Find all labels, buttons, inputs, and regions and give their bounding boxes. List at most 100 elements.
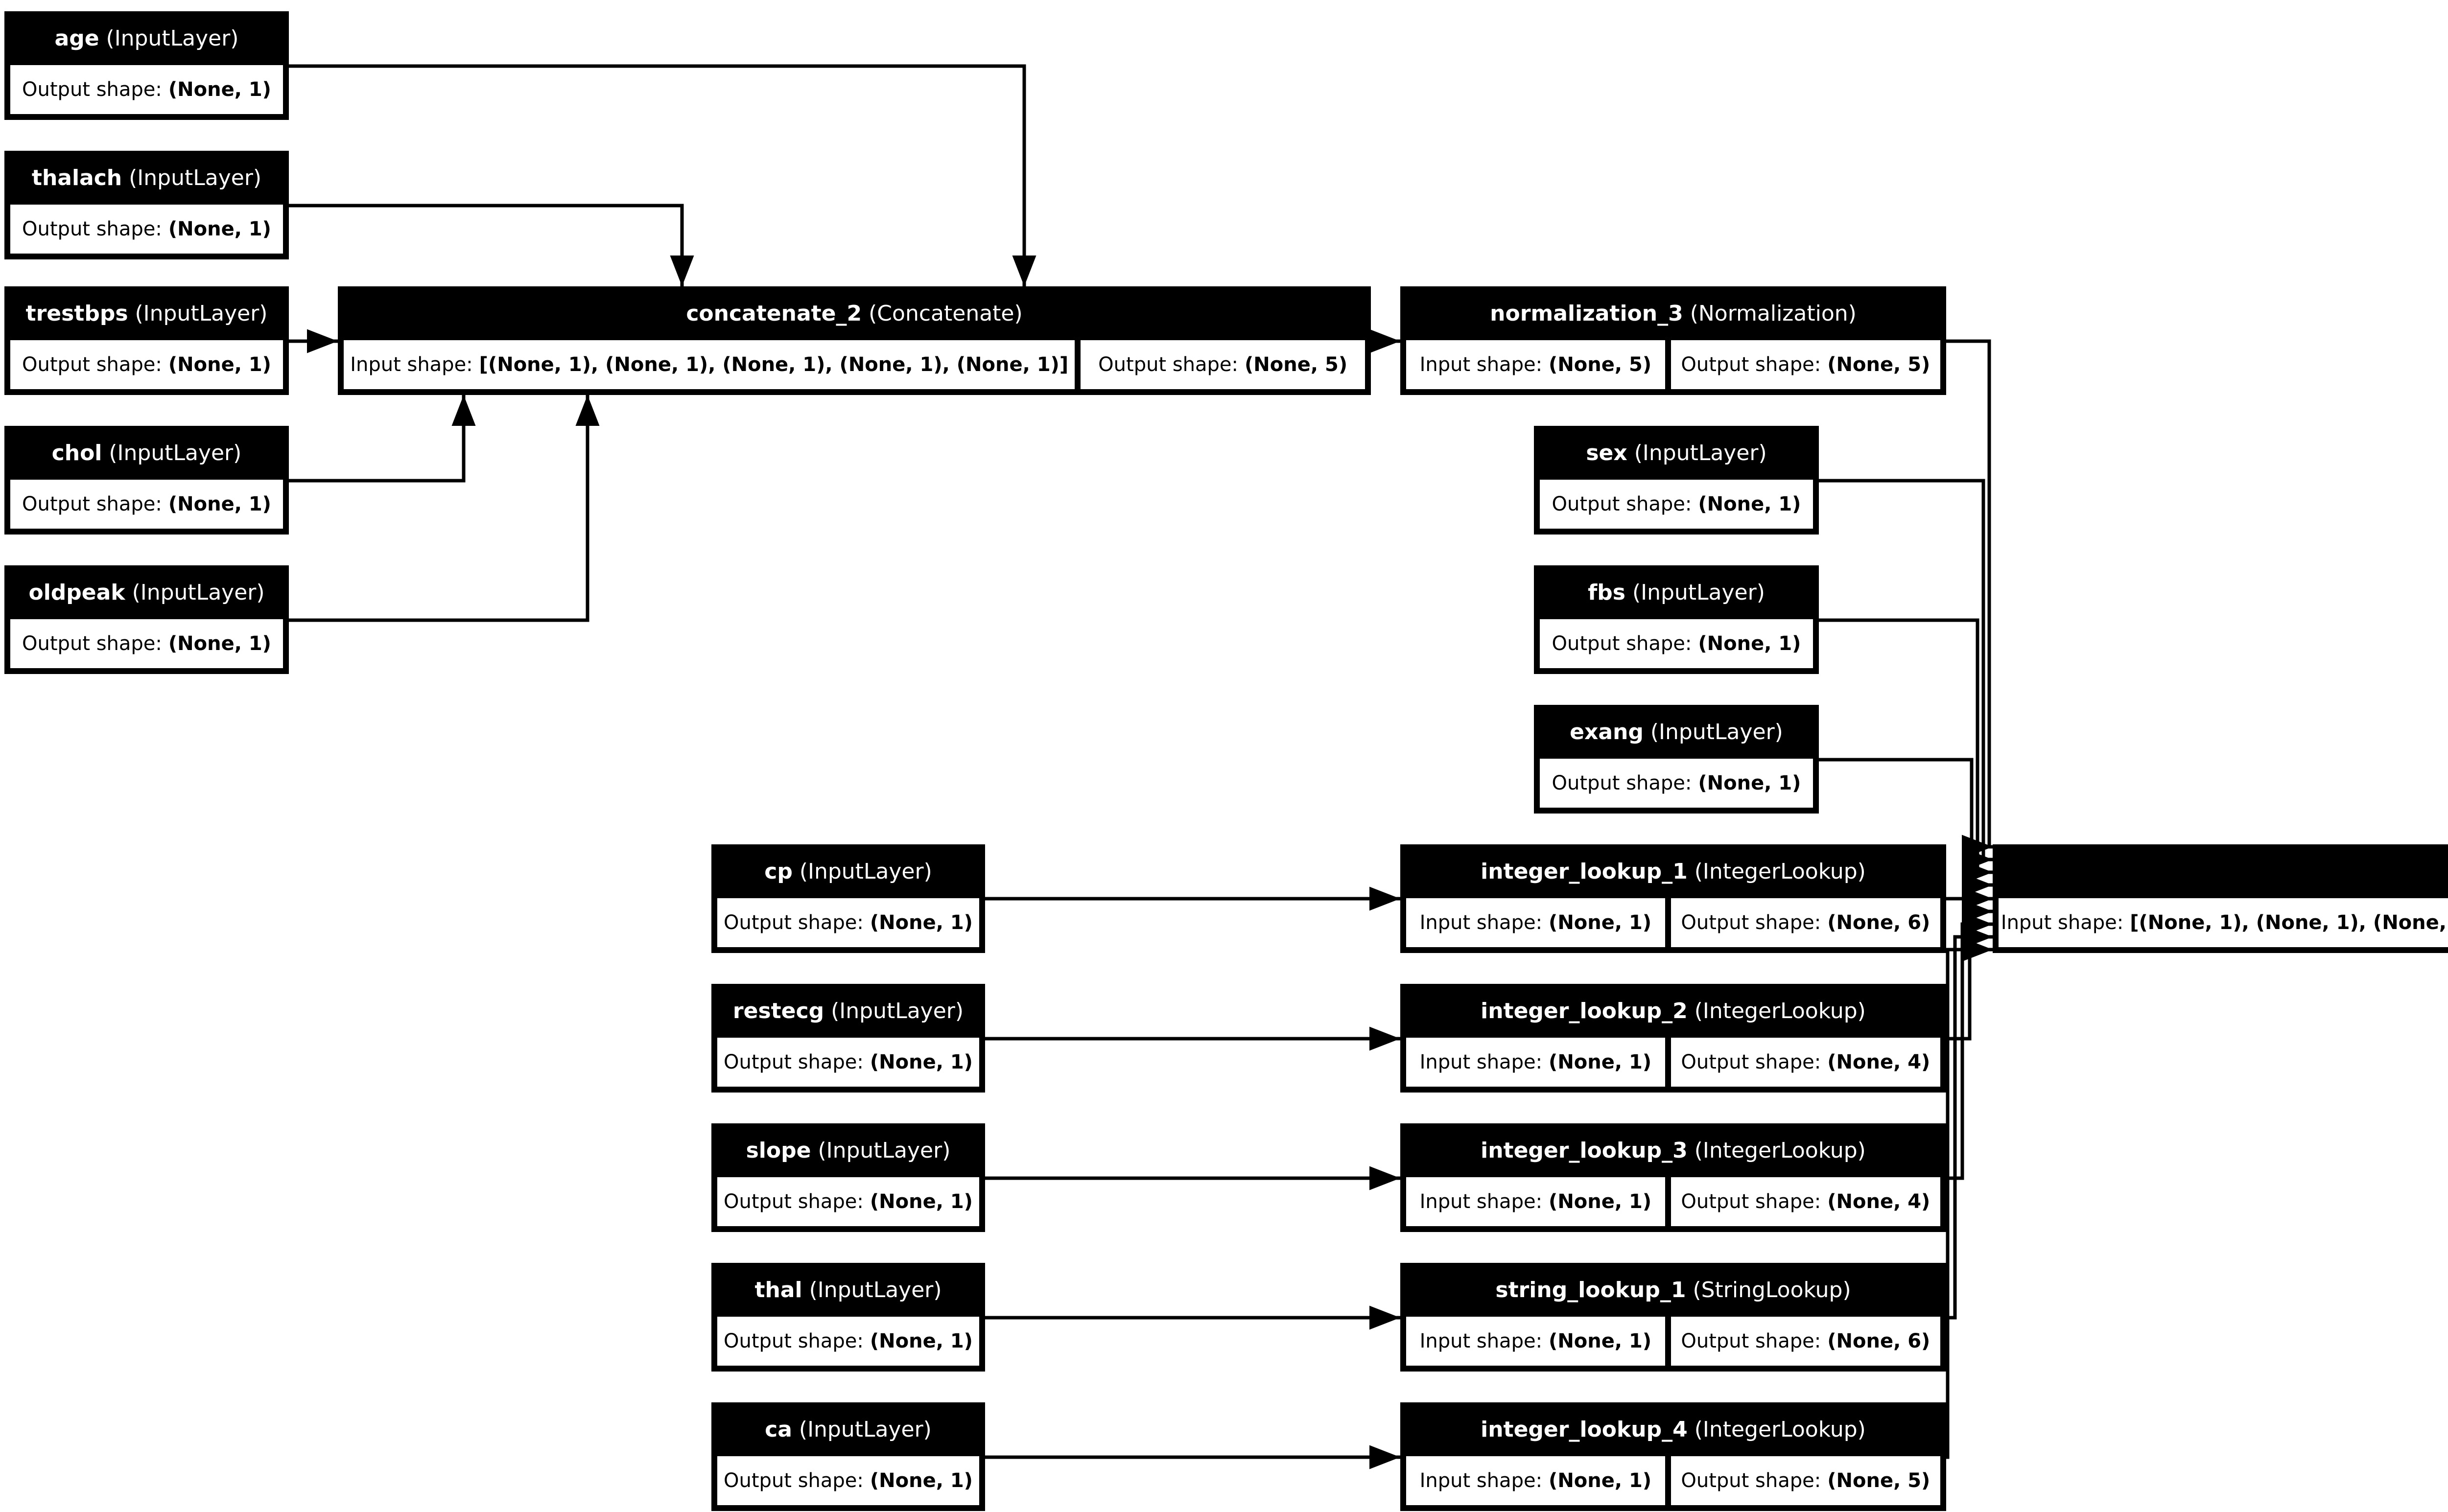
edge-sex-to-concatenate_3 <box>1819 479 1993 872</box>
node-body: Output shape:(None, 1) <box>717 898 979 947</box>
node-body: Output shape:(None, 1) <box>10 480 283 529</box>
layer-name: thal <box>754 1277 802 1303</box>
node-cell-input-shape: Input shape:(None, 5) <box>1406 340 1665 389</box>
node-cp: cp(InputLayer)Output shape:(None, 1) <box>711 844 985 953</box>
shape-label: Output shape: <box>1098 353 1239 376</box>
shape-label: Input shape: <box>1419 1051 1543 1073</box>
shape-label: Output shape: <box>1681 353 1821 376</box>
shape-label: Input shape: <box>2001 911 2124 934</box>
node-title: chol(InputLayer) <box>10 426 283 480</box>
node-title: integer_lookup_1(IntegerLookup) <box>1406 844 1940 898</box>
node-title: restecg(InputLayer) <box>717 984 979 1038</box>
layer-type: (InputLayer) <box>1650 719 1783 744</box>
layer-name: chol <box>51 440 102 465</box>
node-body: Input shape:[(None, 1), (None, 1), (None… <box>344 340 1365 389</box>
shape-value: [(None, 1), (None, 1), (None, 1), (None,… <box>479 353 1069 376</box>
node-title: cp(InputLayer) <box>717 844 979 898</box>
node-title: integer_lookup_2(IntegerLookup) <box>1406 984 1940 1038</box>
node-trestbps: trestbps(InputLayer)Output shape:(None, … <box>4 286 289 395</box>
node-cell-input-shape: Input shape: (None, 1) <box>1406 1456 1665 1505</box>
layer-type: (Normalization) <box>1690 301 1857 326</box>
layer-name: integer_lookup_1 <box>1481 859 1688 884</box>
layer-name: concatenate_2 <box>686 301 862 326</box>
shape-value: (None, 1) <box>1549 1190 1652 1213</box>
node-title: thal(InputLayer) <box>717 1263 979 1317</box>
node-cell-input-shape: Input shape:(None, 1) <box>1406 898 1665 947</box>
node-concatenate_3: concatenate_3(Concatenate)Input shape:[(… <box>1993 844 2448 953</box>
node-concatenate_2: concatenate_2(Concatenate)Input shape:[(… <box>338 286 1371 395</box>
layer-type: (IntegerLookup) <box>1694 1138 1866 1163</box>
shape-label: Output shape: <box>1681 1469 1821 1492</box>
shape-label: Output shape: <box>1552 772 1692 794</box>
layer-type: (InputLayer) <box>831 998 964 1024</box>
layer-name: integer_lookup_2 <box>1481 998 1688 1024</box>
node-oldpeak: oldpeak(InputLayer)Output shape:(None, 1… <box>4 565 289 674</box>
node-body: Output shape:(None, 1) <box>717 1456 979 1505</box>
layer-type: (IntegerLookup) <box>1694 998 1866 1024</box>
node-body: Output shape:(None, 1) <box>10 205 283 254</box>
shape-label: Output shape: <box>724 1330 864 1352</box>
shape-label: Output shape: <box>22 632 162 655</box>
node-cell-output-shape: Output shape:(None, 1) <box>10 340 283 389</box>
node-body: Output shape:(None, 1) <box>10 65 283 114</box>
node-cell-input-shape: Input shape: (None, 1) <box>1406 1317 1665 1366</box>
node-thal: thal(InputLayer)Output shape:(None, 1) <box>711 1263 985 1372</box>
node-title: oldpeak(InputLayer) <box>10 565 283 619</box>
shape-label: Input shape: <box>1419 1469 1543 1492</box>
shape-value: (None, 1) <box>168 353 271 376</box>
node-title: slope(InputLayer) <box>717 1123 979 1177</box>
node-body: Input shape:(None, 1)Output shape:(None,… <box>1406 1177 1940 1226</box>
node-cell-output-shape: Output shape:(None, 1) <box>717 1038 979 1087</box>
layer-type: (InputLayer) <box>1632 580 1765 605</box>
node-cell-output-shape: Output shape:(None, 1) <box>1540 619 1813 668</box>
node-cell-output-shape: Output shape: (None, 5) <box>1671 340 1940 389</box>
layer-type: (InputLayer) <box>1634 440 1767 465</box>
shape-label: Output shape: <box>1681 911 1821 934</box>
node-cell-output-shape: Output shape:(None, 1) <box>10 480 283 529</box>
shape-value: (None, 1) <box>870 1469 973 1492</box>
shape-value: (None, 4) <box>1827 1051 1930 1073</box>
shape-value: (None, 5) <box>1827 353 1930 376</box>
node-body: Input shape: (None, 1) Output shape: (None,… <box>1406 1456 1940 1505</box>
node-body: Input shape:(None, 1)Output shape:(None,… <box>1406 898 1940 947</box>
shape-value: (None, 1) <box>1549 1469 1652 1492</box>
layer-name: age <box>54 25 99 51</box>
node-body: Output shape:(None, 1) <box>1540 619 1813 668</box>
shape-label: Input shape: <box>1419 911 1543 934</box>
shape-value: (None, 1) <box>1698 493 1801 515</box>
node-cell-output-shape: Output shape:(None, 6) <box>1671 898 1940 947</box>
node-body: Output shape:(None, 1) <box>10 340 283 389</box>
node-age: age(InputLayer)Output shape:(None, 1) <box>4 11 289 120</box>
shape-value: [(None, 1), (None, 1), (None, 1), (None,… <box>2130 911 2448 934</box>
shape-value: (None, 1) <box>168 493 271 515</box>
node-string_lookup_1: string_lookup_1 (StringLookup) Input shape… <box>1400 1263 1946 1372</box>
layer-type: (InputLayer) <box>799 859 932 884</box>
layer-type: (StringLookup) <box>1693 1277 1851 1303</box>
node-title: string_lookup_1 (StringLookup) <box>1406 1263 1940 1317</box>
shape-value: (None, 1) <box>1698 772 1801 794</box>
shape-label: Input shape: <box>1419 1330 1543 1352</box>
shape-label: Input shape: <box>1419 353 1543 376</box>
layer-type: (IntegerLookup) <box>1694 1417 1866 1442</box>
node-body: Output shape:(None, 1) <box>717 1317 979 1366</box>
node-title: fbs(InputLayer) <box>1540 565 1813 619</box>
shape-value: (None, 1) <box>1549 1330 1652 1352</box>
layer-name: sex <box>1586 440 1627 465</box>
node-title: exang(InputLayer) <box>1540 705 1813 759</box>
shape-value: (None, 1) <box>1549 1051 1652 1073</box>
node-body: Input shape: [(None, 1), (None, 1), (None… <box>1999 898 2448 947</box>
layer-name: normalization_3 <box>1490 301 1683 326</box>
layer-name: string_lookup_1 <box>1495 1277 1686 1303</box>
edge-thalach-to-concatenate_2 <box>289 204 694 286</box>
node-integer_lookup_4: integer_lookup_4(IntegerLookup)Input sha… <box>1400 1402 1946 1511</box>
edge-oldpeak-to-concatenate_2 <box>289 395 600 622</box>
node-body: Output shape:(None, 1) <box>10 619 283 668</box>
shape-label: Output shape: <box>1681 1051 1821 1073</box>
shape-label: Output shape: <box>1681 1190 1821 1213</box>
shape-value: (None, 1) <box>1698 632 1801 655</box>
node-cell-output-shape: Output shape:(None, 1) <box>717 1177 979 1226</box>
shape-label: Input shape: <box>1419 1190 1543 1213</box>
node-body: Output shape:(None, 1) <box>717 1038 979 1087</box>
node-cell-input-shape: Input shape: [(None, 1), (None, 1), (None… <box>1999 898 2448 947</box>
edge-exang-to-concatenate_3 <box>1819 758 1993 897</box>
